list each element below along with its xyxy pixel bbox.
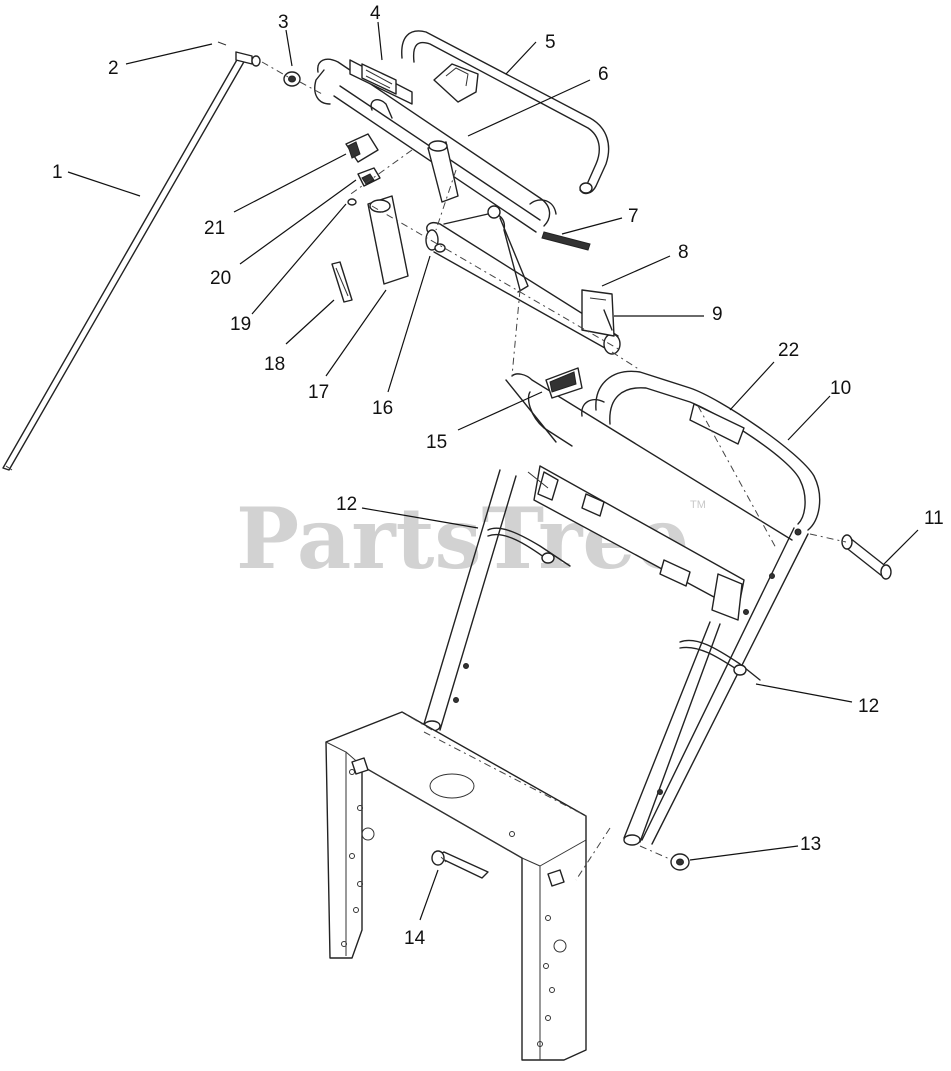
callout-6: 6 (598, 64, 609, 85)
part-14-bolt (431, 850, 489, 879)
part-10-lower-handle (423, 367, 821, 846)
mounting-bracket (325, 711, 587, 1061)
callout-17: 17 (308, 382, 329, 403)
part-19-washer (347, 198, 357, 206)
part-16-bolt (434, 243, 446, 253)
callout-20: 20 (210, 268, 231, 289)
callout-12-upper: 12 (336, 494, 357, 515)
part-21-switch (345, 133, 379, 163)
part-12-cable-tie-upper (487, 527, 571, 567)
callout-19: 19 (230, 314, 251, 335)
callout-4: 4 (370, 3, 381, 24)
part-6-upper-handle (314, 58, 557, 233)
part-12-cable-tie-lower (679, 639, 761, 681)
part-8-crossbar (425, 205, 621, 355)
part-20-bracket (357, 167, 381, 187)
part-7-decal (541, 231, 591, 251)
callout-1: 1 (52, 162, 63, 183)
part-18-decal (331, 261, 353, 303)
callout-13: 13 (800, 834, 821, 855)
watermark-trademark: TM (690, 499, 706, 511)
callout-10: 10 (830, 378, 851, 399)
callout-8: 8 (678, 242, 689, 263)
part-9-pin (603, 309, 613, 331)
callout-5: 5 (545, 32, 556, 53)
callout-11: 11 (924, 508, 944, 529)
callout-14: 14 (404, 928, 426, 949)
part-1-rod (2, 57, 246, 471)
callout-12-lower: 12 (858, 696, 879, 717)
leader-lines (67, 21, 919, 921)
part-17-plate (367, 195, 409, 285)
part-11-pin (841, 534, 892, 580)
part-3-bushing (283, 71, 301, 87)
callout-3: 3 (278, 12, 289, 33)
callout-18: 18 (264, 354, 285, 375)
part-2-bolt (217, 41, 261, 67)
callout-7: 7 (628, 206, 639, 227)
callout-labels: 1 2 3 4 5 6 7 8 9 10 11 12 12 13 14 15 1… (52, 3, 944, 949)
part-13-nut (670, 853, 690, 871)
callout-22: 22 (778, 340, 799, 361)
callout-21: 21 (204, 218, 225, 239)
part-5-bail (401, 30, 610, 195)
callout-2: 2 (108, 58, 119, 79)
callout-15: 15 (426, 432, 447, 453)
callout-9: 9 (712, 304, 723, 325)
assembly-lines (261, 61, 847, 881)
callout-16: 16 (372, 398, 393, 419)
